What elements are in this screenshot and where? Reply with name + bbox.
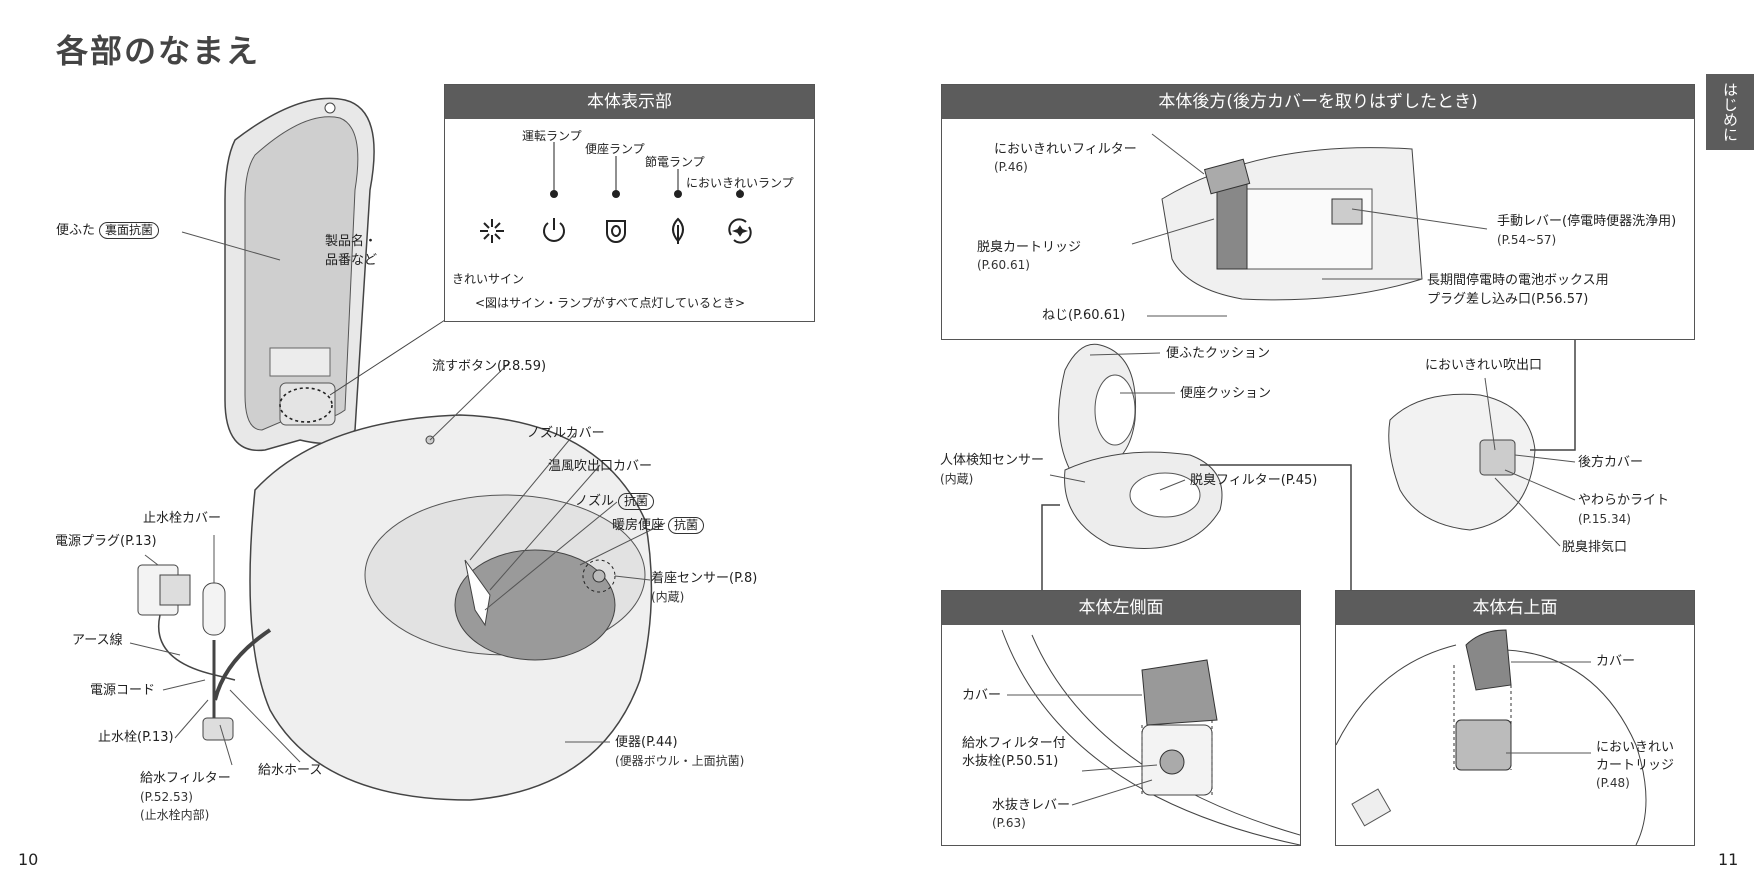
lamp-label-odor: においきれいランプ [686, 176, 794, 190]
power-icon [543, 218, 565, 242]
water-filter-label: 給水フィルター [140, 771, 231, 786]
display-panel: 本体表示部 運転ランプ 便座ランプ 節電ランプ においきれいランプ [444, 84, 815, 322]
battery-plug-label-2: プラグ差し込み口(P.56.57) [1427, 292, 1589, 307]
body-sensor-sub: (内蔵) [940, 472, 974, 486]
left-cover-label: カバー [962, 688, 1002, 703]
rear-panel-title: 本体後方(後方カバーを取りはずしたとき) [942, 85, 1694, 119]
rear-illustration [1131, 133, 1488, 317]
page-number-left: 10 [18, 850, 39, 869]
soft-light-label: やわらかライト [1578, 493, 1670, 508]
leaf-icon [672, 217, 684, 244]
right-top-panel-title: 本体右上面 [1336, 591, 1694, 625]
exhaust-label: 脱臭排気口 [1562, 540, 1628, 555]
drain-lever-ref: (P.63) [992, 816, 1026, 830]
deodor-cartridge-label: 脱臭カートリッジ [977, 240, 1082, 255]
cartridge-ref: (P.48) [1596, 776, 1630, 790]
lid-label: 便ふた裏面抗菌 [56, 222, 160, 239]
screw-label: ねじ(P.60.61) [1042, 308, 1126, 323]
water-hose-label: 給水ホース [258, 763, 323, 778]
left-side-panel-title: 本体左側面 [942, 591, 1300, 625]
seat-icon [606, 220, 626, 243]
water-filter-note: (止水栓内部) [140, 808, 210, 822]
power-plug-label: 電源プラグ(P.13) [55, 534, 157, 549]
display-panel-title: 本体表示部 [445, 85, 814, 119]
heated-seat-badge: 抗菌 [668, 517, 705, 534]
rear-cover-label: 後方カバー [1578, 455, 1644, 470]
antibacterial-badge: 裏面抗菌 [99, 222, 160, 239]
heated-seat-label: 暖房便座抗菌 [612, 517, 705, 534]
seat-sensor-sub: (内蔵) [651, 590, 685, 604]
product-label-2: 品番など [325, 253, 378, 268]
drain-lever-label: 水抜きレバー [992, 798, 1071, 813]
deodor-cartridge-ref: (P.60.61) [977, 258, 1030, 272]
odor-filter-ref: (P.46) [994, 160, 1028, 174]
lamp-label-power-save: 節電ランプ [645, 155, 705, 169]
bowl-sub: (便器ボウル・上面抗菌) [615, 754, 745, 768]
odor-sparkle-icon [728, 218, 752, 244]
section-tab[interactable]: はじめに [1706, 74, 1754, 150]
product-label: 製品名・ [325, 234, 378, 249]
clean-sign-label: きれいサイン [452, 272, 525, 286]
warm-air-cover-label: 温風吹出口カバー [548, 459, 653, 474]
cartridge-label-2: カートリッジ [1596, 758, 1675, 773]
lamp-icons [480, 142, 752, 244]
stop-valve-label: 止水栓(P.13) [98, 730, 174, 745]
right-top-illustration [1336, 629, 1647, 845]
right-cover-label: カバー [1596, 654, 1636, 669]
valve-cover-label: 止水栓カバー [143, 511, 222, 526]
body-sensor-label: 人体検知センサー [940, 453, 1045, 468]
right-top-panel: 本体右上面 カバー においきれい カートリッジ (P.48) [1335, 590, 1695, 846]
lid-cushion-label: 便ふたクッション [1166, 346, 1271, 361]
manual-lever-label: 手動レバー(停電時便器洗浄用) [1497, 214, 1677, 229]
seat-sensor-label: 着座センサー(P.8) [651, 571, 758, 586]
lamp-label-seat: 便座ランプ [585, 142, 645, 156]
page-number-right: 11 [1718, 850, 1739, 869]
rear-panel: 本体後方(後方カバーを取りはずしたとき) においきれいフィルター (P.46) … [941, 84, 1695, 340]
nozzle-badge: 抗菌 [618, 493, 655, 510]
seat-cushion-label: 便座クッション [1180, 386, 1272, 401]
battery-plug-label: 長期間停電時の電池ボックス用 [1427, 273, 1609, 288]
display-note: <図はサイン・ランプがすべて点灯しているとき> [475, 296, 746, 310]
nozzle-cover-label: ノズルカバー [527, 426, 605, 441]
drain-valve-label: 給水フィルター付 [962, 736, 1066, 751]
odor-outlet-label: においきれい吹出口 [1425, 358, 1543, 373]
lamp-label-operation: 運転ランプ [522, 129, 582, 143]
flush-button-label: 流すボタン(P.8.59) [432, 359, 547, 374]
odor-filter-label: においきれいフィルター [994, 142, 1137, 157]
sparkle-icon [480, 219, 504, 243]
water-filter-ref: (P.52.53) [140, 790, 193, 804]
nozzle-label: ノズル抗菌 [575, 493, 655, 510]
left-side-illustration [1001, 629, 1300, 845]
soft-light-ref: (P.15.34) [1578, 512, 1631, 526]
cartridge-label: においきれい [1596, 740, 1675, 755]
power-cord-label: 電源コード [90, 683, 156, 698]
manual-lever-ref: (P.54~57) [1497, 233, 1557, 247]
drain-valve-label-2: 水抜栓(P.50.51) [962, 754, 1059, 769]
deodor-filter-label: 脱臭フィルター(P.45) [1190, 473, 1318, 488]
left-side-panel: 本体左側面 カバー 給水フィルター付 水抜栓(P.50.51) 水抜きレバー (… [941, 590, 1301, 846]
bowl-label: 便器(P.44) [615, 735, 678, 750]
earth-wire-label: アース線 [72, 633, 123, 648]
page-title: 各部のなまえ [56, 32, 261, 70]
